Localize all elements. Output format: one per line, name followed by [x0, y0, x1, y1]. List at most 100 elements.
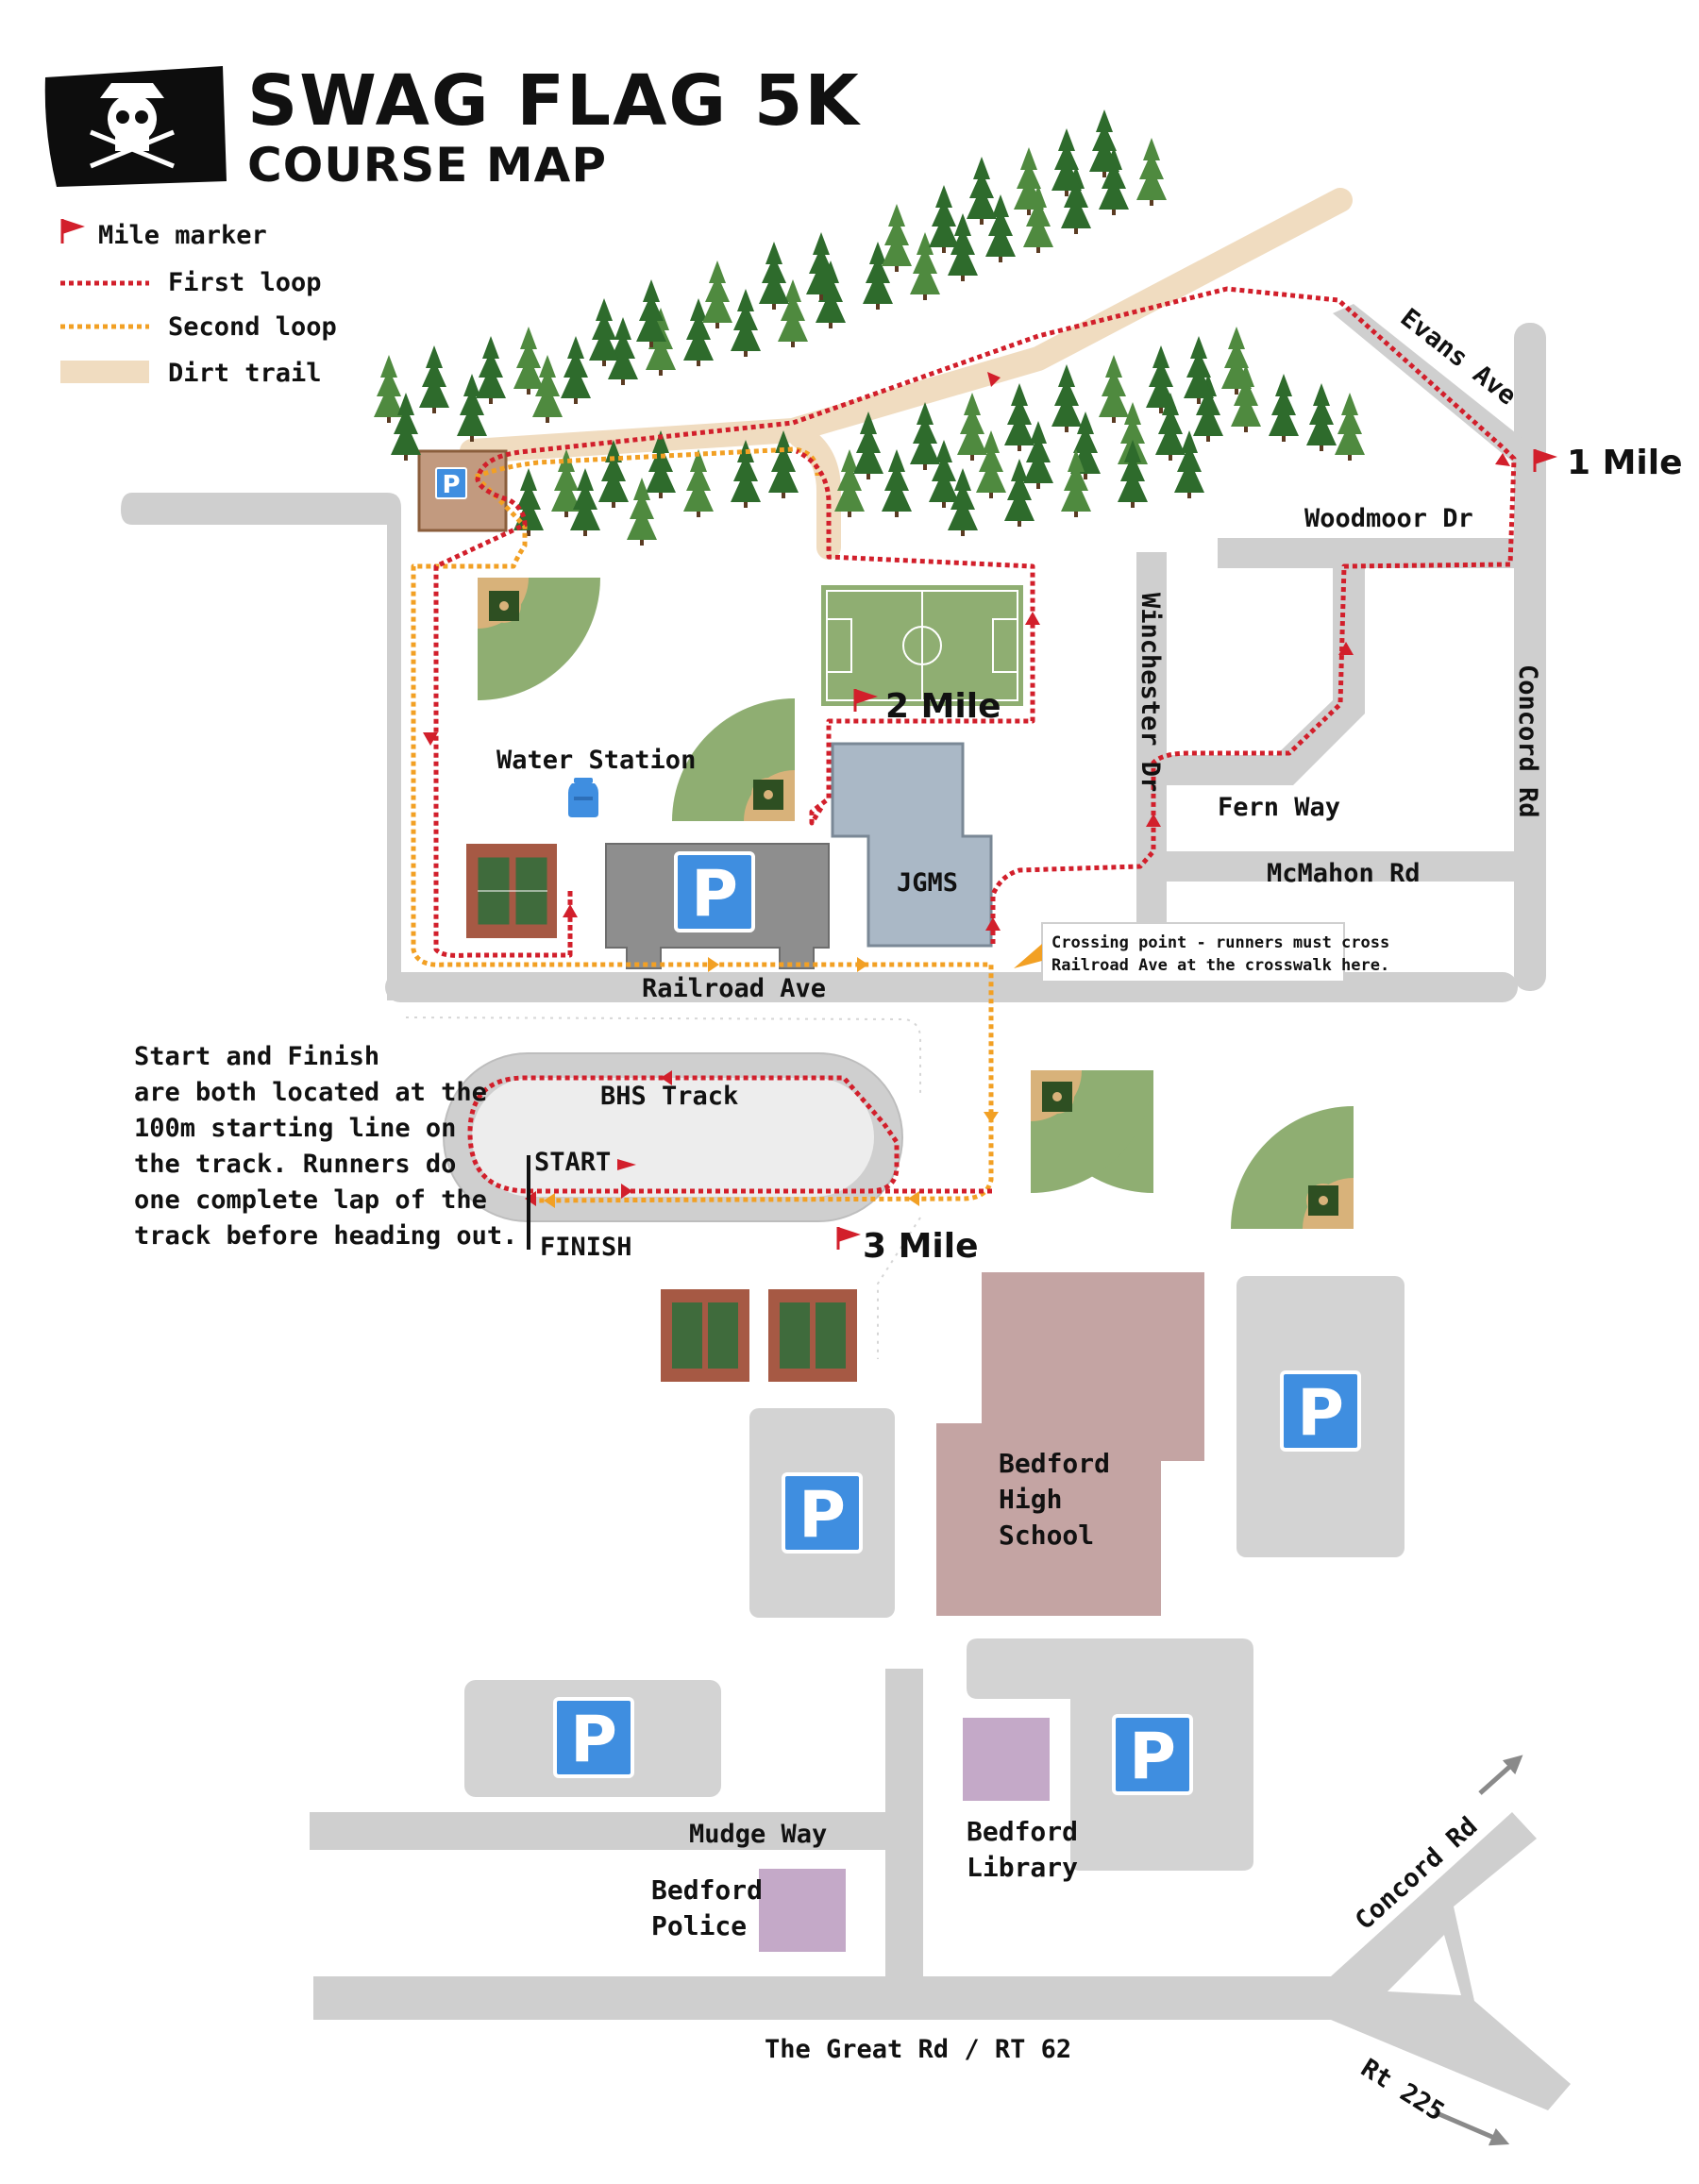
mile-1-label: 1 Mile — [1567, 444, 1683, 482]
road-north-west — [121, 493, 401, 1000]
fern-way-label: Fern Way — [1218, 793, 1340, 822]
parking-sign-library — [1112, 1714, 1193, 1795]
mile-2-flag-icon — [853, 689, 878, 712]
tennis-courts-south-1 — [661, 1289, 749, 1382]
library-label-1: Bedford — [967, 1816, 1078, 1847]
bedford-police-building — [759, 1869, 846, 1952]
fern-way-road — [1163, 555, 1365, 785]
start-note-line-4: the track. Runners do — [134, 1150, 456, 1179]
library-label-2: Library — [967, 1852, 1078, 1883]
mile-3-flag-icon — [836, 1227, 861, 1250]
lot-library — [967, 1638, 1253, 1871]
pine-tree-icon — [1089, 109, 1119, 177]
mile-3-label: 3 Mile — [863, 1227, 979, 1266]
arrow-concord-rd — [1478, 1755, 1523, 1795]
parking-sign-railroad — [674, 851, 755, 932]
parking-letter: P — [799, 1478, 846, 1553]
pine-tree-icon — [1014, 147, 1044, 215]
pine-tree-icon — [929, 185, 959, 253]
start-label: START — [534, 1148, 611, 1177]
woodmoor-dr-road — [1218, 538, 1529, 568]
second-loop-route — [411, 446, 994, 1203]
arrow-rt-225 — [1434, 2109, 1510, 2146]
pine-tree-icon — [882, 204, 912, 272]
pine-tree-icon — [910, 402, 940, 470]
jgms-building — [831, 742, 993, 948]
crossing-note-line-1: Crossing point - runners must cross — [1051, 933, 1389, 952]
map-title: SWAG FLAG 5K — [247, 60, 861, 142]
legend-flag-icon — [60, 219, 85, 244]
pine-tree-icon — [1335, 393, 1365, 461]
rt-225-label: Rt 225 — [1355, 2054, 1449, 2127]
dirt-trail — [460, 188, 1353, 463]
railroad-ave-label: Railroad Ave — [642, 974, 826, 1003]
mile-2-label: 2 Mile — [885, 687, 1001, 726]
baseball-field-4 — [1231, 1106, 1354, 1229]
mudge-way-road — [310, 1812, 914, 1850]
pine-tree-icon — [561, 336, 591, 404]
parking-letter: P — [442, 471, 460, 499]
pine-tree-icon — [1118, 440, 1148, 508]
bhs-track — [443, 1052, 903, 1222]
finish-label: FINISH — [540, 1233, 632, 1262]
mcmahon-rd-road — [1152, 851, 1529, 882]
winchester-dr-label: Winchester Dr — [1135, 593, 1165, 792]
water-station-label: Water Station — [496, 746, 696, 775]
pirate-flag-logo — [44, 66, 227, 187]
pine-tree-icon — [882, 449, 912, 517]
trailhead-parking — [417, 449, 508, 532]
police-label-1: Bedford — [651, 1874, 763, 1906]
legend-second-loop: Second loop — [168, 312, 337, 342]
first-loop-route — [433, 286, 1517, 1194]
library-connector-road — [885, 1669, 923, 2018]
bedford-high-school-building — [936, 1272, 1204, 1616]
mcmahon-rd-label: McMahon Rd — [1267, 859, 1421, 888]
high-school-label-2: High — [999, 1484, 1062, 1515]
start-finish-note: Start and Finish are both located at the… — [134, 1042, 517, 1251]
water-bottle-icon — [568, 778, 598, 817]
pine-tree-icon — [419, 345, 449, 413]
high-school-label-1: Bedford — [999, 1448, 1110, 1479]
route-arrows — [423, 372, 1510, 1206]
tennis-courts-north — [466, 844, 557, 938]
route-arrows-second — [544, 957, 999, 1208]
parking-letter: P — [691, 857, 738, 932]
pine-tree-icon — [1221, 327, 1252, 395]
pine-tree-icon — [957, 393, 987, 461]
baseball-field-1 — [478, 578, 600, 700]
crossing-note-line-2: Railroad Ave at the crosswalk here. — [1051, 956, 1389, 975]
start-note-line-5: one complete lap of the — [134, 1185, 487, 1215]
police-label-2: Police — [651, 1910, 747, 1941]
evans-ave-road — [1333, 304, 1539, 466]
soccer-field — [821, 585, 1023, 706]
parking-sign-hs-east — [1280, 1370, 1361, 1452]
start-note-line-2: are both located at the — [134, 1078, 487, 1107]
pine-tree-icon — [1306, 383, 1337, 451]
pine-tree-icon — [759, 242, 789, 310]
parking-letter: P — [1297, 1376, 1344, 1451]
tennis-courts-south-2 — [768, 1289, 857, 1382]
great-rd-label: The Great Rd / RT 62 — [765, 2035, 1071, 2064]
pine-tree-icon — [1136, 138, 1167, 206]
legend: Mile marker First loop Second loop Dirt … — [60, 219, 337, 388]
pine-tree-icon — [731, 289, 761, 357]
mudge-way-label: Mudge Way — [689, 1820, 827, 1849]
roads — [121, 304, 1571, 2146]
bhs-track-label: BHS Track — [600, 1082, 738, 1111]
footpath-2 — [877, 1217, 921, 1359]
baseball-field-2 — [672, 698, 795, 821]
parking-letter: P — [1129, 1720, 1176, 1794]
concord-rd-north-road — [1514, 323, 1546, 991]
junction-island — [1388, 1935, 1461, 1995]
pine-tree-icon — [1099, 355, 1129, 423]
lots — [464, 1276, 1405, 1871]
mile-1-flag-icon — [1533, 449, 1557, 472]
pine-tree-icon — [1146, 345, 1176, 413]
start-note-line-3: 100m starting line on — [134, 1114, 456, 1143]
pine-tree-icon — [683, 449, 714, 517]
pine-tree-icon — [1051, 364, 1082, 432]
pine-tree-icon — [1269, 374, 1299, 442]
baseball-field-3 — [1031, 1070, 1153, 1193]
pine-tree-icon — [589, 298, 619, 366]
